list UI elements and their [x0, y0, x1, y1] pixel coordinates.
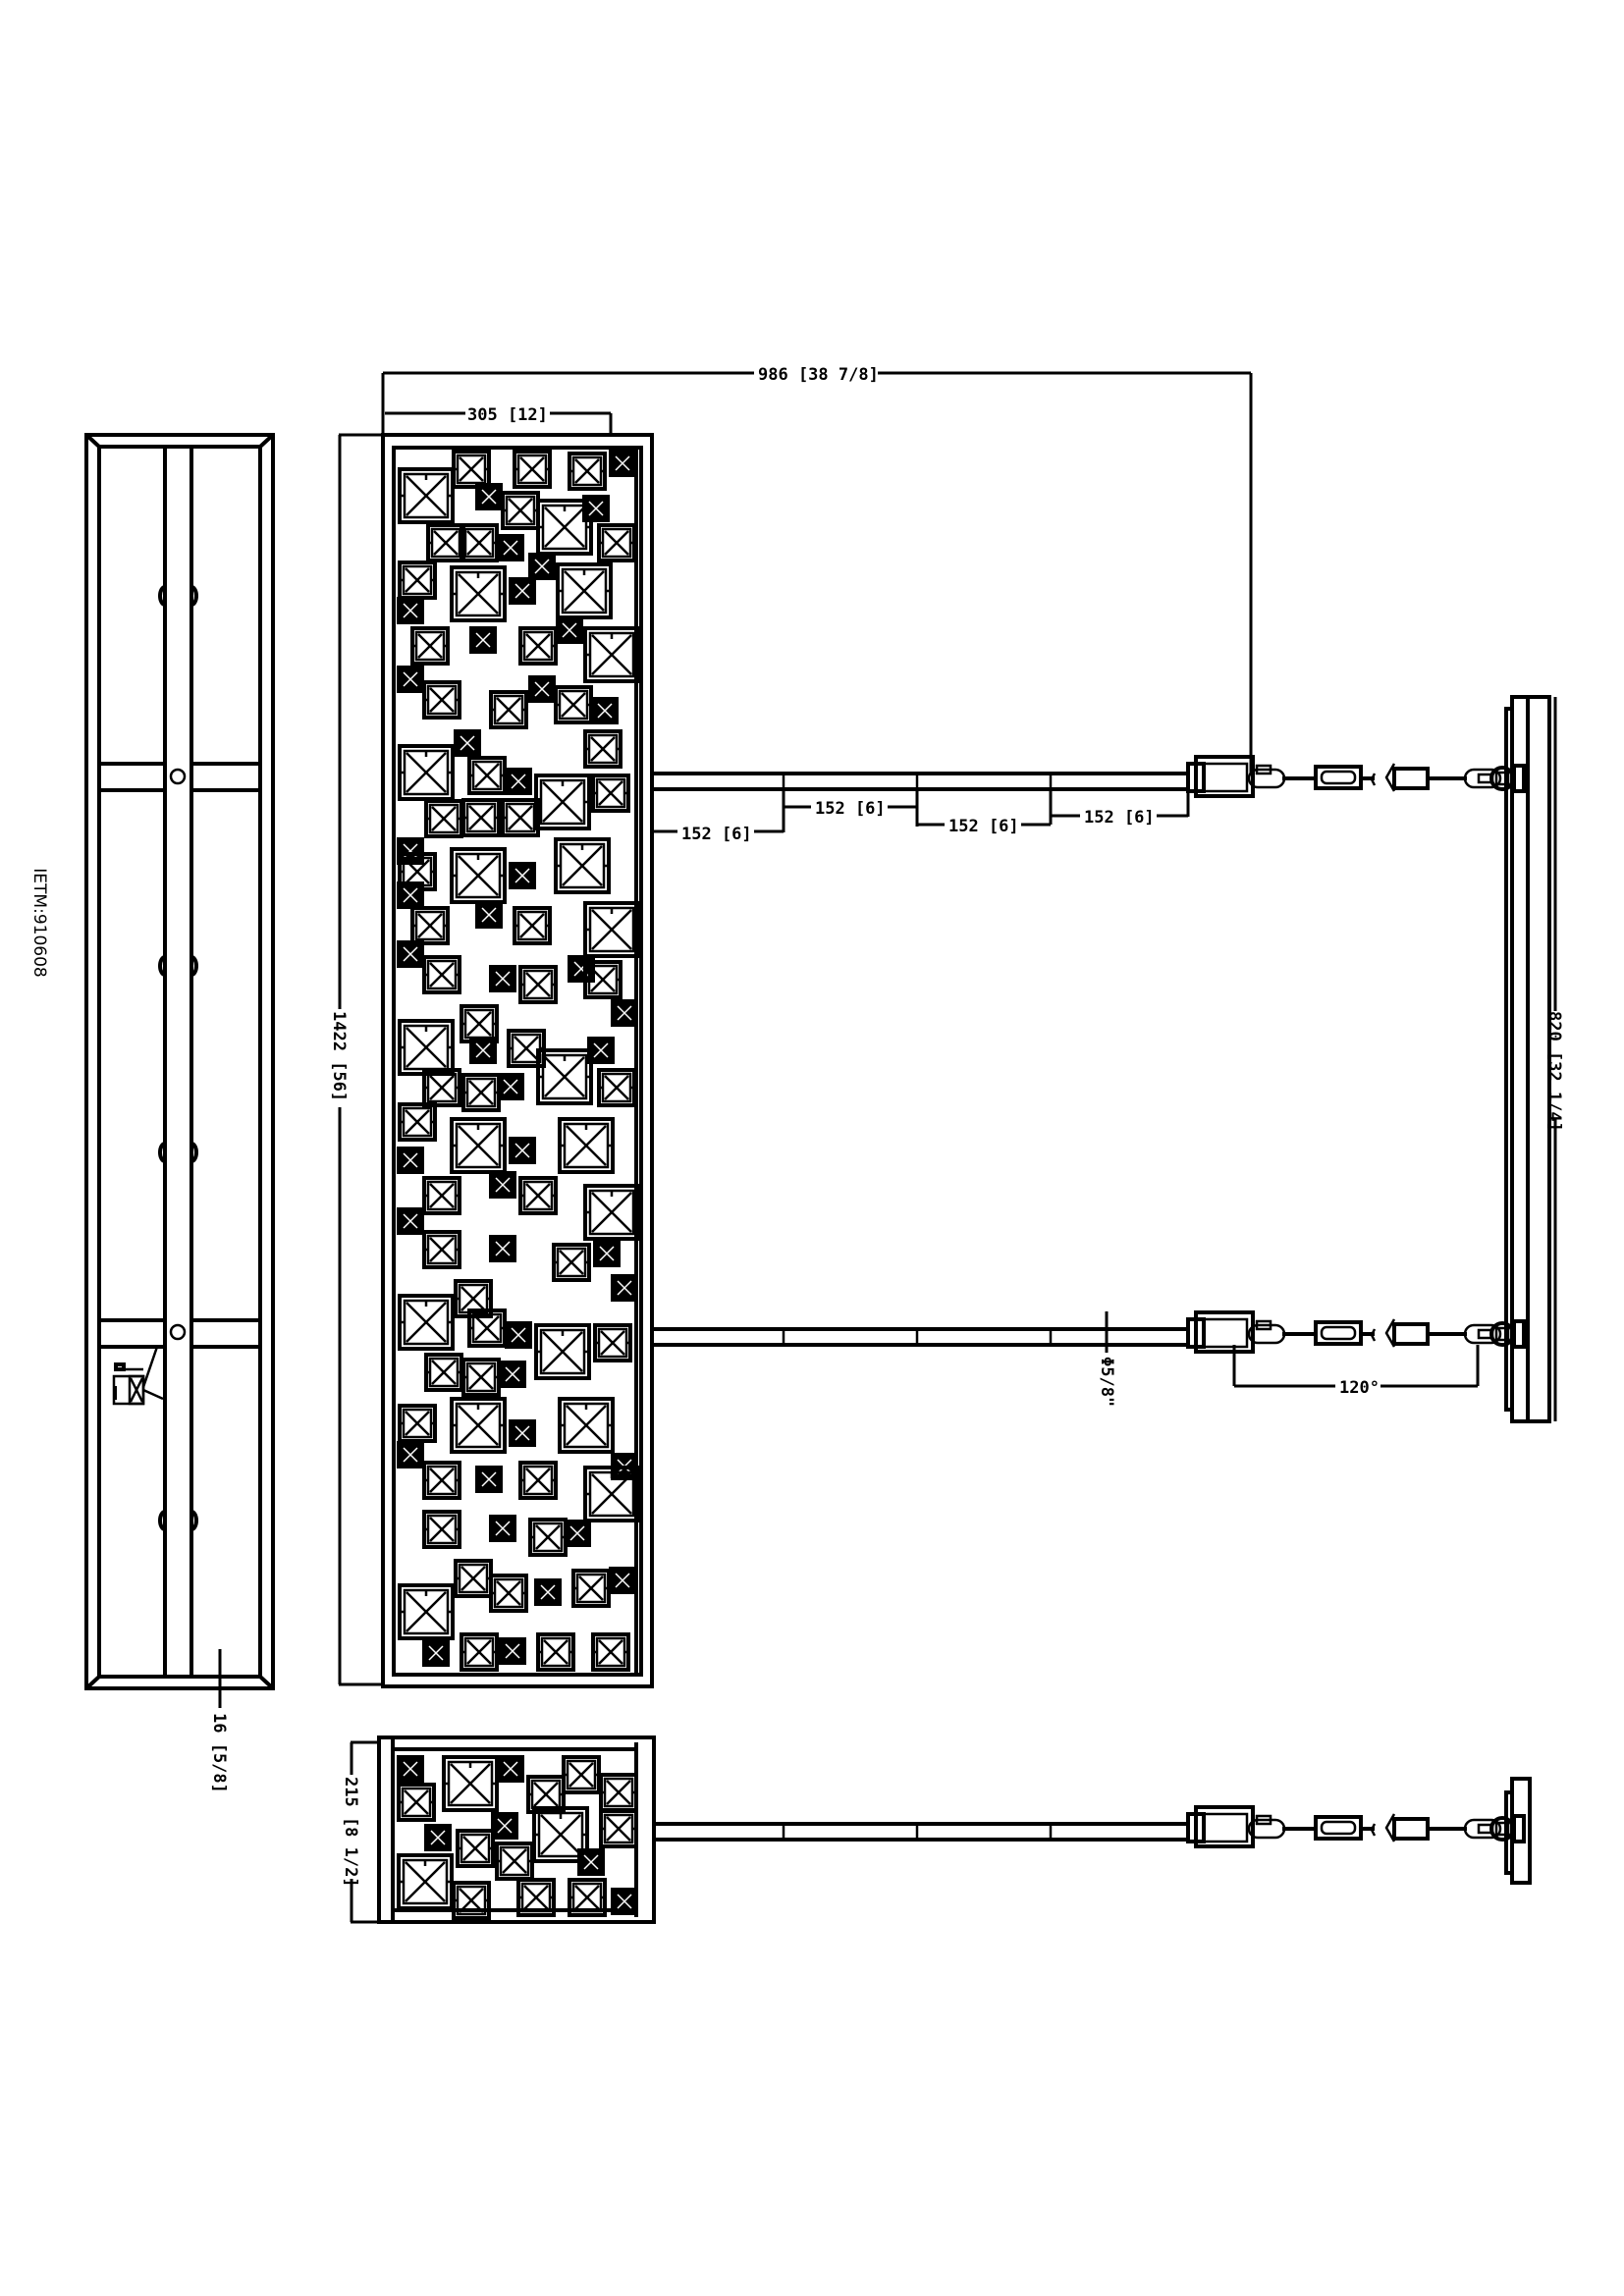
dim-rod-segment-3: 152 [6]: [948, 817, 1019, 836]
socket-icon: [169, 768, 187, 785]
dim-panel-height: 1422 [56]: [329, 1011, 349, 1101]
dim-panel-width: 305 [12]: [467, 405, 548, 425]
dim-canopy-length: 820 [32 1/4]: [1544, 1011, 1564, 1132]
end-view: 215 [8 1/2]: [341, 1735, 1532, 1924]
dim-rod-segment-4: 152 [6]: [1084, 808, 1155, 828]
dim-panel-depth: 215 [8 1/2]: [341, 1777, 360, 1888]
geometric-pattern: [397, 450, 640, 1672]
switch-icon: [112, 1346, 164, 1406]
hanging-rod-bottom: Φ5/8" 120°: [652, 1310, 1526, 1407]
dim-rod-segment-1: 152 [6]: [681, 825, 752, 844]
side-view: 16 [5/8]: [84, 433, 275, 1793]
ceiling-canopy: 820 [32 1/4]: [1504, 695, 1564, 1423]
dim-frame-depth: 16 [5/8]: [209, 1713, 229, 1793]
dim-rod-diameter: Φ5/8": [1097, 1357, 1116, 1407]
dim-rod-segment-2: 152 [6]: [815, 799, 886, 819]
dim-overall-width: 986 [38 7/8]: [758, 365, 879, 385]
hanging-rod-top: 152 [6] 152 [6] 152 [6] 152 [6]: [650, 755, 1526, 844]
socket-icon: [169, 1323, 187, 1341]
dim-chain-angle: 120°: [1339, 1378, 1380, 1398]
front-view: 986 [38 7/8] 305 [12] 1422 [56]: [329, 363, 1564, 1688]
